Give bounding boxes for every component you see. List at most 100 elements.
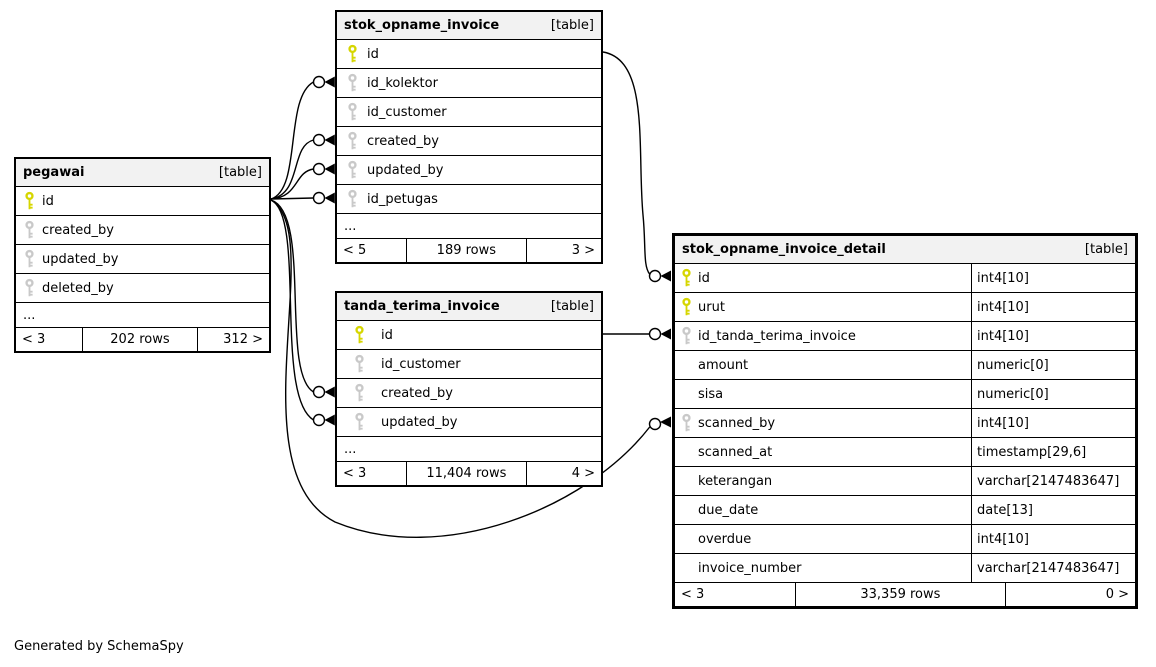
arrowhead-icon [660, 328, 671, 340]
arrowhead-icon [324, 386, 335, 398]
relationship-line-pegawai-to-tanda-created_by [270, 199, 314, 393]
column-type: numeric[0] [971, 351, 1135, 379]
foreign-key-icon [682, 326, 691, 345]
relationship-line-pegawai-to-detail-scanned_by [270, 199, 651, 538]
cardinality-circle [312, 191, 326, 205]
footer-row-count: 11,404 rows [405, 462, 528, 485]
table-type-tag: [table] [218, 165, 262, 180]
column-row-id: id [337, 321, 601, 350]
column-row-scanned_by: scanned_by int4[10] [675, 409, 1135, 438]
column-row-created_by: created_by [337, 379, 601, 408]
column-name: id [381, 327, 393, 343]
footer-row-count: 189 rows [405, 239, 528, 262]
relationship-line-pegawai-to-stok-id_kolektor [270, 81, 314, 200]
column-row-updated_by: updated_by [337, 156, 601, 185]
footer-parents-count: 3 > [571, 243, 595, 258]
column-row-id: id [337, 40, 601, 69]
table-node-tanda-terima-invoice[interactable]: tanda_terima_invoice [table] id id_custo… [335, 291, 603, 487]
table-type-tag: [table] [550, 299, 594, 314]
column-type: varchar[2147483647] [971, 554, 1135, 582]
column-type: date[13] [971, 496, 1135, 524]
relationship-line-pegawai-to-stok-created_by [270, 139, 314, 200]
table-node-stok-opname-invoice-detail[interactable]: stok_opname_invoice_detail [table] id in… [672, 233, 1138, 609]
table-header-pegawai[interactable]: pegawai [table] [16, 159, 269, 187]
foreign-key-icon [354, 412, 364, 431]
column-name: id_kolektor [367, 75, 438, 91]
table-name: stok_opname_invoice [344, 18, 500, 33]
arrowhead-icon [324, 134, 335, 146]
column-row-id: id int4[10] [675, 264, 1135, 293]
column-name: id [42, 193, 54, 209]
cardinality-circle [312, 133, 326, 147]
column-name: scanned_at [698, 444, 773, 460]
generated-by-note: Generated by SchemaSpy [14, 639, 184, 654]
arrowhead-icon [324, 76, 335, 88]
table-type-tag: [table] [550, 18, 594, 33]
ellipsis-row: ... [16, 303, 269, 328]
cardinality-circle [648, 327, 662, 341]
column-name: id_tanda_terima_invoice [698, 328, 856, 344]
column-row-sisa: sisa numeric[0] [675, 380, 1135, 409]
foreign-key-icon [347, 102, 357, 121]
table-name: stok_opname_invoice_detail [682, 242, 886, 257]
foreign-key-icon [24, 249, 34, 268]
column-name: urut [698, 299, 725, 315]
column-row-updated_by: updated_by [16, 245, 269, 274]
column-type: int4[10] [971, 525, 1135, 553]
column-name: created_by [381, 385, 453, 401]
column-row-created_by: created_by [16, 216, 269, 245]
footer-row-count: 33,359 rows [794, 583, 1007, 606]
footer-parents-count: 0 > [1105, 587, 1129, 602]
relationship-line-stok-to-detail-id [602, 51, 651, 275]
column-name: overdue [698, 531, 752, 547]
column-type: int4[10] [971, 264, 1135, 292]
cardinality-circle [312, 75, 326, 89]
foreign-key-icon [347, 73, 357, 92]
column-row-created_by: created_by [337, 127, 601, 156]
column-row-amount: amount numeric[0] [675, 351, 1135, 380]
footer-children-count: < 3 [681, 587, 705, 602]
column-type: numeric[0] [971, 380, 1135, 408]
cardinality-circle [312, 385, 326, 399]
column-type: int4[10] [971, 293, 1135, 321]
primary-key-icon [682, 268, 691, 287]
relationship-line-pegawai-to-tanda-updated_by [270, 199, 314, 421]
table-footer: < 3 11,404 rows 4 > [337, 462, 601, 485]
column-name: updated_by [367, 162, 444, 178]
table-name: pegawai [23, 165, 85, 180]
column-row-id_petugas: id_petugas [337, 185, 601, 214]
column-row-id_tanda_terima_invoice: id_tanda_terima_invoice int4[10] [675, 322, 1135, 351]
table-node-stok-opname-invoice[interactable]: stok_opname_invoice [table] id id_kolekt… [335, 10, 603, 264]
footer-row-count: 202 rows [81, 328, 199, 351]
column-row-invoice_number: invoice_number varchar[2147483647] [675, 554, 1135, 583]
table-footer: < 3 202 rows 312 > [16, 328, 269, 351]
table-type-tag: [table] [1084, 242, 1128, 257]
ellipsis-row: ... [337, 437, 601, 462]
column-row-deleted_by: deleted_by [16, 274, 269, 303]
ellipsis-row: ... [337, 214, 601, 239]
table-header-stok-opname-invoice[interactable]: stok_opname_invoice [table] [337, 12, 601, 40]
footer-children-count: < 3 [22, 332, 46, 347]
column-row-scanned_at: scanned_at timestamp[29,6] [675, 438, 1135, 467]
primary-key-icon [347, 44, 357, 63]
column-name: id_customer [381, 356, 461, 372]
column-row-id_kolektor: id_kolektor [337, 69, 601, 98]
foreign-key-icon [354, 383, 364, 402]
table-node-pegawai[interactable]: pegawai [table] id created_by updated_by… [14, 157, 271, 353]
column-type: varchar[2147483647] [971, 467, 1135, 495]
table-footer: < 3 33,359 rows 0 > [675, 583, 1135, 606]
column-row-overdue: overdue int4[10] [675, 525, 1135, 554]
column-type: timestamp[29,6] [971, 438, 1135, 466]
column-name: amount [698, 357, 749, 373]
foreign-key-icon [682, 413, 691, 432]
arrowhead-icon [660, 270, 671, 282]
table-header-tanda-terima-invoice[interactable]: tanda_terima_invoice [table] [337, 293, 601, 321]
column-name: id [367, 46, 379, 62]
column-name: id [698, 270, 710, 286]
footer-children-count: < 3 [343, 466, 367, 481]
arrowhead-icon [324, 163, 335, 175]
column-name: created_by [367, 133, 439, 149]
table-header-stok-opname-invoice-detail[interactable]: stok_opname_invoice_detail [table] [675, 236, 1135, 264]
relationship-line-pegawai-to-stok-updated_by [270, 168, 314, 200]
